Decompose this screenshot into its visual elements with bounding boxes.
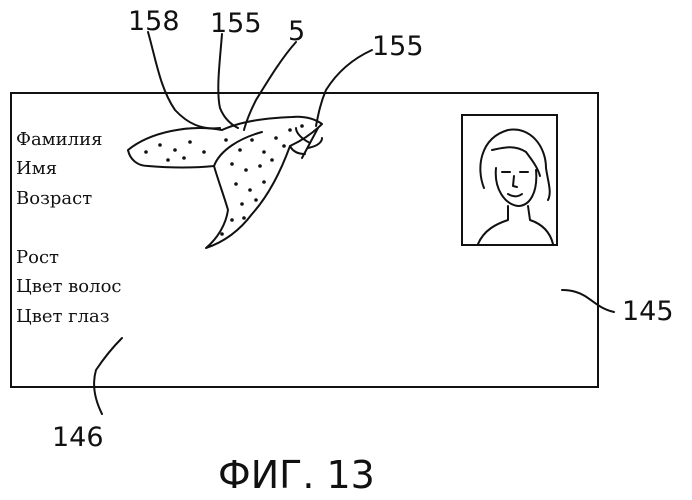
field-hair-color: Цвет волос [16,276,122,297]
ref-label-5: 5 [288,16,305,47]
portrait-photo [462,115,557,245]
dove-hologram [128,117,322,248]
ref-label-145: 145 [622,296,674,327]
ref-label-146: 146 [52,422,104,453]
field-surname: Фамилия [16,129,102,150]
field-height: Рост [16,247,59,268]
ref-label-155-right: 155 [372,31,424,62]
figure-caption: ФИГ. 13 [218,453,375,497]
field-age: Возраст [16,188,92,209]
ref-label-158: 158 [128,6,180,37]
field-eye-color: Цвет глаз [16,306,110,327]
field-name: Имя [16,158,57,179]
ref-label-155-left: 155 [210,8,262,39]
